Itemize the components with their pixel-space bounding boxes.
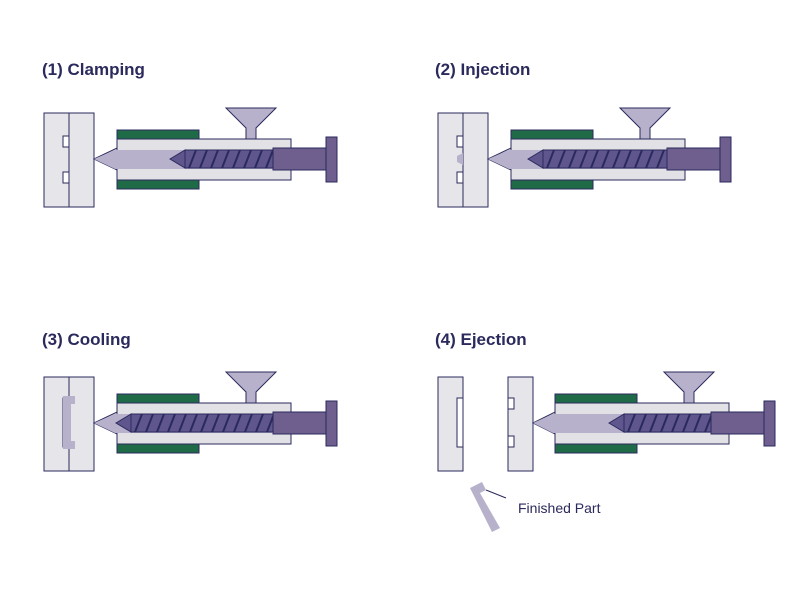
screw xyxy=(115,413,275,433)
screw-flight xyxy=(232,149,241,169)
screw-flight xyxy=(590,149,599,169)
finished-part-label: Finished Part xyxy=(518,500,601,516)
screw-flight xyxy=(211,413,220,433)
mold xyxy=(43,376,95,472)
screw-flight xyxy=(638,413,647,433)
screw-flight xyxy=(612,149,621,169)
screw-flight xyxy=(627,413,636,433)
screw xyxy=(527,149,668,169)
mold xyxy=(437,376,534,472)
screw-flight xyxy=(145,413,154,433)
panel-ejection: (4) Ejection Finished Part xyxy=(400,270,800,570)
screw-flight xyxy=(233,413,242,433)
screw-flight xyxy=(656,149,665,169)
screw-flight xyxy=(693,413,702,433)
screw-flight xyxy=(645,149,654,169)
screw-flight xyxy=(601,149,610,169)
screw-flight xyxy=(243,149,252,169)
screw-flight xyxy=(557,149,566,169)
injection-unit xyxy=(531,371,776,454)
panel-cooling: (3) Cooling xyxy=(0,270,400,570)
panel-title: (3) Cooling xyxy=(42,330,131,349)
screw-flight xyxy=(167,413,176,433)
injection-unit xyxy=(92,107,338,190)
panel-title: (4) Ejection xyxy=(435,330,527,349)
screw-flight xyxy=(254,149,263,169)
screw-flight xyxy=(682,413,691,433)
screw-flight xyxy=(671,413,680,433)
finished-part xyxy=(470,482,507,532)
screw-flight xyxy=(178,413,187,433)
screw-flight xyxy=(623,149,632,169)
screw-flight xyxy=(134,413,143,433)
panel-injection: (2) Injection xyxy=(400,0,800,300)
mold xyxy=(437,112,489,208)
machine-diagram xyxy=(437,107,732,208)
panel-clamping: (1) Clamping xyxy=(0,0,400,300)
screw-flight xyxy=(634,149,643,169)
screw-flight xyxy=(660,413,669,433)
screw-flight xyxy=(579,149,588,169)
screw xyxy=(169,149,274,169)
screw-flight xyxy=(649,413,658,433)
mold-half-moving xyxy=(507,376,534,472)
screw-flight xyxy=(221,149,230,169)
screw-flight xyxy=(200,413,209,433)
screw-flight xyxy=(546,149,555,169)
screw-flight xyxy=(188,149,197,169)
panel-title: (1) Clamping xyxy=(42,60,145,79)
screw-flight xyxy=(568,149,577,169)
screw xyxy=(608,413,713,433)
screw-flight xyxy=(255,413,264,433)
injection-unit xyxy=(486,107,732,190)
panel-title: (2) Injection xyxy=(435,60,531,79)
screw-flight xyxy=(222,413,231,433)
screw-flight xyxy=(189,413,198,433)
screw-flight xyxy=(156,413,165,433)
machine-diagram xyxy=(437,371,776,532)
injection-unit xyxy=(92,371,338,454)
machine-diagram xyxy=(43,371,338,472)
machine-diagram xyxy=(43,107,338,208)
screw-flight xyxy=(199,149,208,169)
screw-flight xyxy=(265,149,274,169)
mold xyxy=(43,112,95,208)
screw-flight xyxy=(210,149,219,169)
screw-flight xyxy=(244,413,253,433)
